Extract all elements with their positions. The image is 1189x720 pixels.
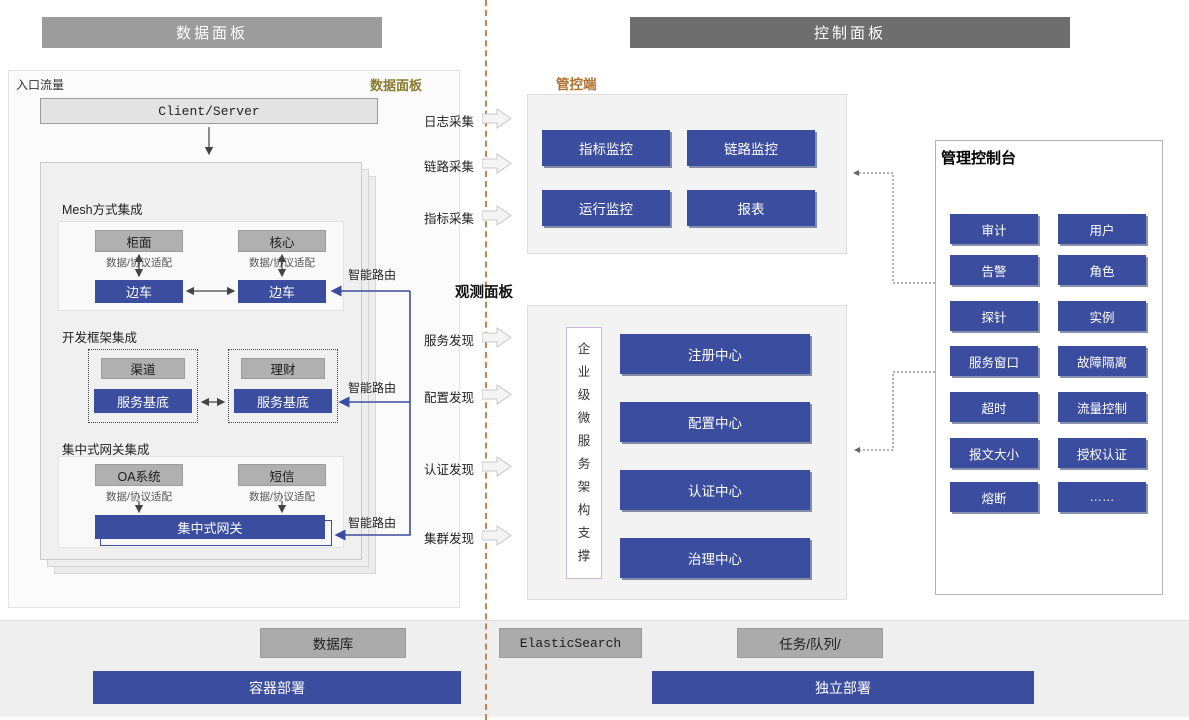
console-item-alert: 告警 (950, 255, 1038, 285)
console-item-circuit-break: 熔断 (950, 482, 1038, 512)
flow-arrow-icon (482, 205, 512, 226)
gateway-section-title: 集中式网关集成 (62, 443, 150, 457)
entry-traffic-label: 入口流量 (16, 78, 65, 92)
console-item-instance: 实例 (1058, 301, 1146, 331)
console-item-more: …… (1058, 482, 1146, 512)
registry-center-node: 注册中心 (620, 334, 810, 374)
flow-label-log-collect: 日志采集 (424, 115, 475, 129)
client-server-node: Client/Server (40, 98, 378, 124)
service-base-node: 服务基底 (94, 389, 192, 413)
flow-label-config-discovery: 配置发现 (424, 391, 475, 405)
channel-node: 渠道 (101, 358, 185, 379)
sidecar-node: 边车 (238, 280, 326, 303)
container-deploy-node: 容器部署 (93, 671, 461, 704)
flow-label-metric-collect: 指标采集 (424, 212, 475, 226)
console-item-audit: 审计 (950, 214, 1038, 244)
wealth-node: 理财 (241, 358, 325, 379)
counter-node: 柜面 (95, 230, 183, 252)
flow-arrow-icon (482, 108, 512, 129)
elasticsearch-node: ElasticSearch (499, 628, 642, 658)
service-base-node: 服务基底 (234, 389, 332, 413)
flow-arrow-icon (482, 456, 512, 477)
metric-monitor-node: 指标监控 (542, 130, 670, 166)
auth-center-node: 认证中心 (620, 470, 810, 510)
flow-label-cluster-discovery: 集群发现 (424, 532, 475, 546)
data-plane-corner-label: 数据面板 (370, 78, 423, 93)
config-center-node: 配置中心 (620, 402, 810, 442)
console-item-flow-control: 流量控制 (1058, 392, 1146, 422)
console-title: 管理控制台 (941, 150, 1017, 167)
adapter-label: 数据/协议适配 (249, 257, 315, 269)
central-gateway-node: 集中式网关 (95, 515, 332, 546)
flow-arrow-icon (482, 525, 512, 546)
smart-route-label: 智能路由 (348, 516, 397, 530)
flow-label-auth-discovery: 认证发现 (424, 463, 475, 477)
oa-system-node: OA系统 (95, 464, 183, 486)
framework-group-1 (88, 349, 198, 423)
adapter-label: 数据/协议适配 (249, 491, 315, 503)
console-item-fault-isolation: 故障隔离 (1058, 346, 1146, 376)
console-item-user: 用户 (1058, 214, 1146, 244)
core-node: 核心 (238, 230, 326, 252)
governance-center-node: 治理中心 (620, 538, 810, 578)
runtime-monitor-node: 运行监控 (542, 190, 670, 226)
database-node: 数据库 (260, 628, 406, 658)
standalone-deploy-node: 独立部署 (652, 671, 1034, 704)
enterprise-support-vertical-label: 企业级微服务架构支撑 (566, 327, 602, 579)
report-node: 报表 (687, 190, 815, 226)
framework-section-title: 开发框架集成 (62, 331, 138, 345)
console-item-probe: 探针 (950, 301, 1038, 331)
panel-divider-line (485, 0, 487, 720)
smart-route-label: 智能路由 (348, 381, 397, 395)
flow-arrow-icon (482, 153, 512, 174)
trace-monitor-node: 链路监控 (687, 130, 815, 166)
data-panel-header: 数据面板 (42, 17, 382, 48)
flow-arrow-icon (482, 327, 512, 348)
console-item-role: 角色 (1058, 255, 1146, 285)
console-item-service-window: 服务窗口 (950, 346, 1038, 376)
sms-node: 短信 (238, 464, 326, 486)
adapter-label: 数据/协议适配 (106, 257, 172, 269)
console-item-authorization: 授权认证 (1058, 438, 1146, 468)
observe-plane-title: 观测面板 (455, 285, 513, 301)
adapter-label: 数据/协议适配 (106, 491, 172, 503)
console-item-timeout: 超时 (950, 392, 1038, 422)
smart-route-label: 智能路由 (348, 268, 397, 282)
sidecar-node: 边车 (95, 280, 183, 303)
console-item-message-size: 报文大小 (950, 438, 1038, 468)
flow-label-trace-collect: 链路采集 (424, 160, 475, 174)
task-queue-node: 任务/队列/ (737, 628, 883, 658)
monitor-panel (527, 94, 847, 254)
flow-arrow-icon (482, 384, 512, 405)
control-panel-header: 控制面板 (630, 17, 1070, 48)
control-side-tag: 管控端 (556, 77, 597, 92)
mesh-section-title: Mesh方式集成 (62, 203, 143, 217)
flow-label-service-discovery: 服务发现 (424, 334, 475, 348)
